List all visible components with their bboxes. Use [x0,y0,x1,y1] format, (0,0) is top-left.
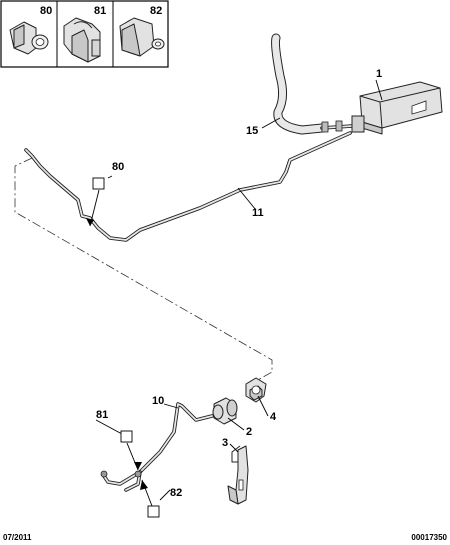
leader-3 [229,443,239,453]
callout-82: 82 [170,487,182,499]
callout-3: 3 [222,437,228,449]
leader-15 [261,117,281,129]
leader-1 [375,79,383,101]
marker-80-square [92,177,105,190]
leader-2 [227,417,245,431]
marker-82-square [147,505,160,518]
callout-4: 4 [270,411,277,423]
marker-81-square [120,430,133,443]
strap-3 [227,445,249,505]
leader-10 [163,403,179,409]
footer-reference: 00017350 [411,533,447,542]
valve-2 [212,397,238,425]
marker-81-arrowhead [134,462,142,470]
footer-date: 07/2011 [3,533,32,542]
clip-markers [86,177,160,518]
clip-80-image [9,21,49,55]
leader-4 [257,395,269,417]
leader-lines [95,79,383,501]
canister-1 [351,81,443,135]
leader-11 [237,187,257,211]
pipe-11 [24,131,352,242]
clip-81-image [63,17,101,63]
pipe-10 [100,402,214,492]
legend-label-82: 82 [150,5,162,17]
leader-82 [159,489,171,501]
hose-15 [271,33,354,135]
legend-label-80: 80 [40,5,52,17]
callout-15: 15 [246,125,258,137]
routing-dashed-line [14,157,273,381]
callout-1: 1 [376,68,382,80]
callout-81: 81 [96,409,108,421]
leader-80 [107,175,113,179]
clip-legend: 80 81 82 [0,0,169,68]
bracket-4 [245,377,267,403]
marker-82-arrowhead [140,480,148,490]
callout-10: 10 [152,395,164,407]
callout-2: 2 [246,426,252,438]
clip-82-image [119,17,165,57]
callout-11: 11 [252,207,264,219]
marker-80-arrowhead [86,218,94,226]
callout-80: 80 [112,161,124,173]
legend-label-81: 81 [94,5,106,17]
leader-81 [95,419,123,435]
